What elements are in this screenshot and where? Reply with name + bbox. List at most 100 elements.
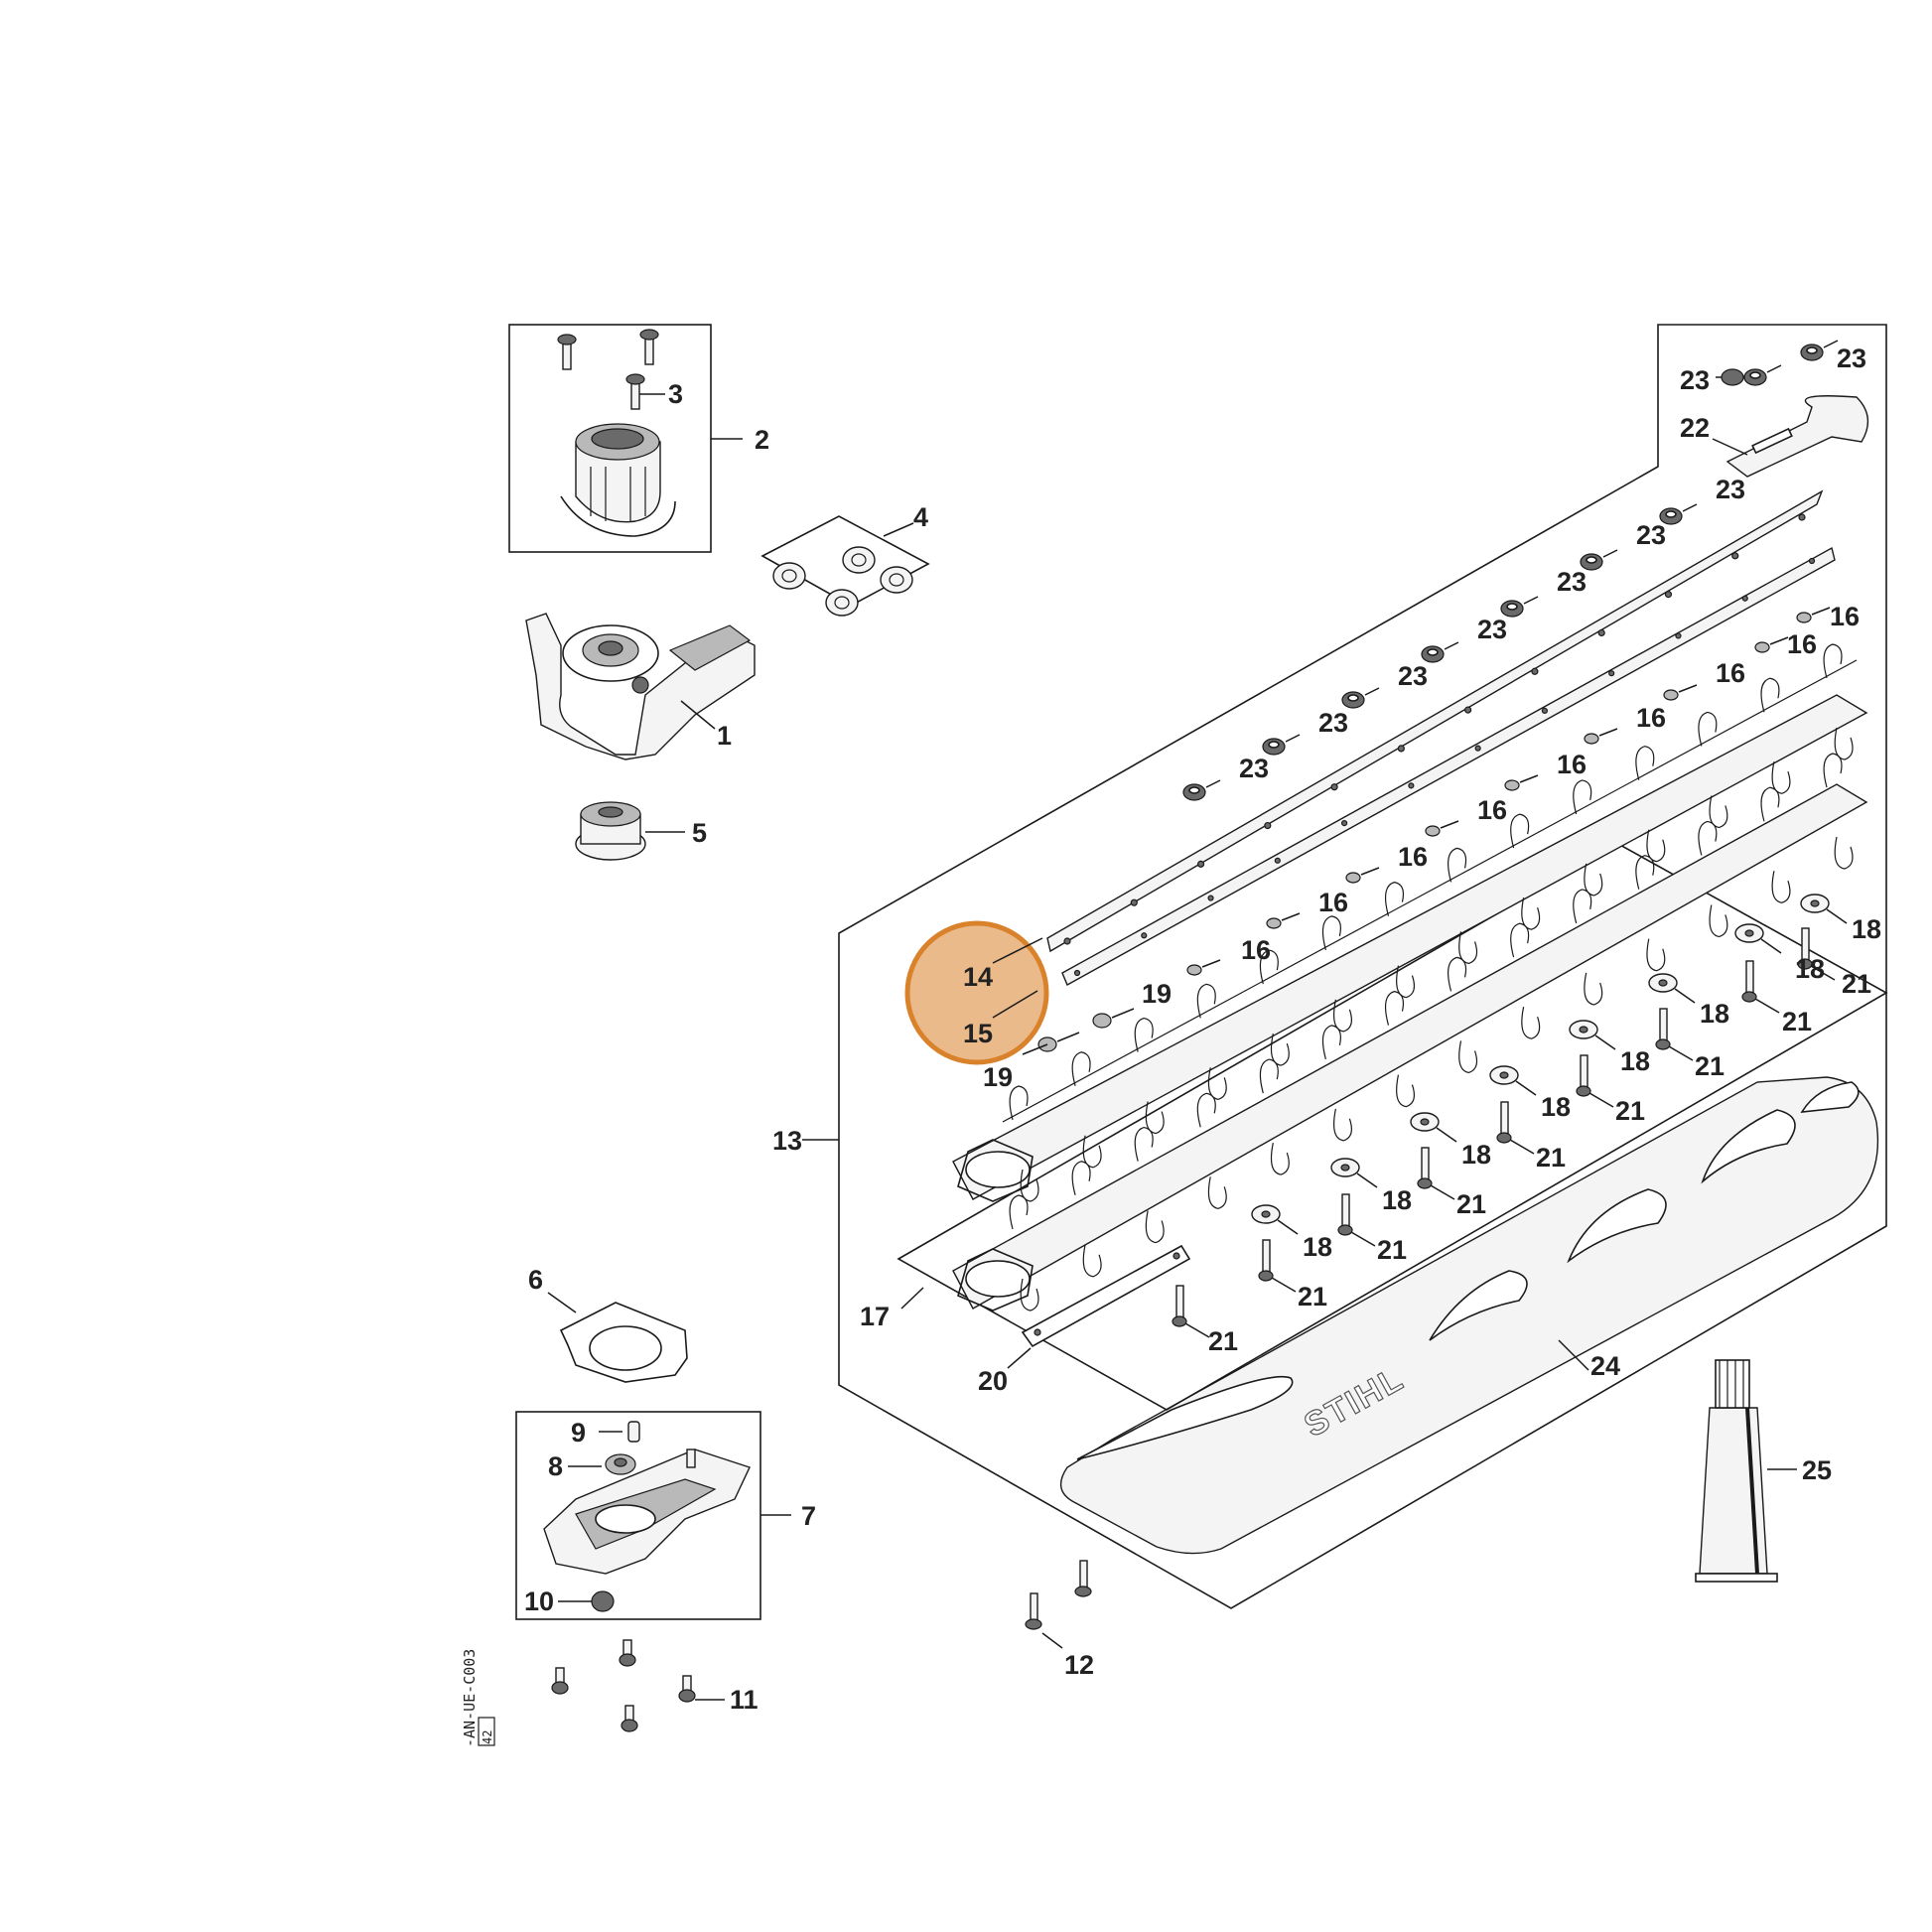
leader-18 <box>1436 1127 1457 1143</box>
callout-23: 23 <box>1557 567 1587 597</box>
drawing-code-box-text: 42 <box>481 1730 494 1744</box>
leader-18 <box>1674 988 1696 1004</box>
screw-21-head <box>1258 1270 1274 1282</box>
leader-21 <box>1668 1045 1694 1061</box>
blade-hole <box>1073 969 1081 977</box>
callout-18: 18 <box>1541 1092 1571 1122</box>
washer-18-hole <box>1340 1164 1350 1172</box>
blade-tooth <box>1709 904 1728 938</box>
washer-18-hole <box>1420 1118 1430 1126</box>
blade-tooth <box>1145 1101 1165 1135</box>
callout-10: 10 <box>524 1587 554 1616</box>
blade-tooth <box>1646 938 1666 972</box>
callout-21: 21 <box>1456 1189 1486 1219</box>
leader-23 <box>1766 364 1782 373</box>
screw-21 <box>1341 1193 1350 1229</box>
nut-23-hole <box>1665 510 1677 518</box>
callout-23: 23 <box>1716 475 1745 504</box>
leader-21 <box>1350 1231 1376 1247</box>
blade-tooth <box>1635 746 1655 780</box>
leader-21 <box>1588 1092 1614 1108</box>
blade-hole <box>1141 932 1148 939</box>
callout-21: 21 <box>1695 1051 1725 1081</box>
blade-tooth <box>1584 863 1603 897</box>
leader-19 <box>1111 1008 1135 1019</box>
callout-24: 24 <box>1590 1351 1620 1381</box>
nut-23-hole <box>1506 603 1518 611</box>
leader-16 <box>1201 959 1221 968</box>
screw-21 <box>1745 960 1754 996</box>
blade-tooth <box>1823 753 1843 788</box>
nut-23-hole <box>1268 741 1280 749</box>
callout-18: 18 <box>1461 1140 1491 1170</box>
blade-tooth <box>1145 1210 1165 1244</box>
leader-21 <box>1754 998 1780 1014</box>
callout-14: 14 <box>963 962 993 992</box>
callout-16: 16 <box>1318 888 1348 917</box>
nut-19 <box>1092 1013 1112 1029</box>
blade-hole <box>1264 821 1272 830</box>
screw-21 <box>1500 1101 1509 1137</box>
blade-tooth <box>1510 813 1530 849</box>
part-17-plate <box>897 843 1888 1411</box>
callout-13: 13 <box>772 1126 802 1156</box>
leader-21 <box>1184 1322 1210 1338</box>
screw-21 <box>1262 1239 1271 1275</box>
blade-tooth <box>1458 931 1478 964</box>
callout-15: 15 <box>963 1019 993 1048</box>
nut-23-hole <box>1427 648 1439 656</box>
part-2-motor-head <box>560 423 676 537</box>
blade-hole <box>1597 628 1605 637</box>
blade-hole <box>1664 591 1673 599</box>
blade-tooth <box>1134 1017 1154 1052</box>
blade-tooth <box>1270 1033 1290 1066</box>
blade-tooth <box>1270 1142 1290 1175</box>
callout-3: 3 <box>668 379 683 409</box>
blade-tooth <box>1521 897 1541 930</box>
screw-21-head <box>1172 1315 1187 1327</box>
part-24-blade-guard: STIHL <box>1059 1076 1879 1555</box>
washer-18-hole <box>1658 979 1668 987</box>
blade-tooth <box>1771 761 1791 794</box>
callout-23: 23 <box>1477 615 1507 644</box>
blade-tooth <box>1448 847 1467 883</box>
blade-hole <box>1408 782 1415 789</box>
sleeve-16 <box>1663 689 1679 701</box>
leader-18 <box>1356 1173 1378 1188</box>
callout-21: 21 <box>1536 1143 1566 1173</box>
screw-21 <box>1659 1008 1668 1043</box>
blade-tooth <box>1020 1169 1039 1202</box>
sleeve-16 <box>1796 612 1812 623</box>
leader-16 <box>1811 607 1831 616</box>
sleeve-16 <box>1425 825 1441 837</box>
leader-23 <box>1602 549 1618 558</box>
nut-23-hole <box>1586 556 1597 564</box>
leader-21 <box>1271 1277 1297 1293</box>
leader-18 <box>1826 908 1848 924</box>
leader-23 <box>1523 596 1539 605</box>
blade-tooth <box>1082 1135 1102 1169</box>
blade-hole <box>1397 745 1405 753</box>
leader-23 <box>1205 779 1221 788</box>
callout-23: 23 <box>1636 520 1666 550</box>
blade-hole <box>1541 707 1549 715</box>
leader-23 <box>1444 641 1459 650</box>
part-8-bearing <box>568 1453 636 1475</box>
blade-tooth <box>1709 795 1728 829</box>
leader-23 <box>1364 687 1380 696</box>
blade-hole <box>1130 898 1138 906</box>
part-cutter-blade-2 <box>952 783 1868 1311</box>
callout-7: 7 <box>801 1501 816 1531</box>
callout-6: 6 <box>528 1265 543 1295</box>
blade-hole <box>1731 552 1739 560</box>
blade-tooth <box>1134 1126 1154 1162</box>
callout-18: 18 <box>1795 954 1825 984</box>
callout-8: 8 <box>548 1451 563 1481</box>
blade-teeth <box>1009 643 1854 1311</box>
callout-19: 19 <box>1142 979 1172 1009</box>
blade-hole <box>1340 819 1348 827</box>
part-6-gasket <box>547 1292 688 1383</box>
nut-23-hole <box>1188 786 1200 794</box>
callout-17: 17 <box>860 1302 890 1331</box>
blade-tooth <box>1333 999 1352 1033</box>
